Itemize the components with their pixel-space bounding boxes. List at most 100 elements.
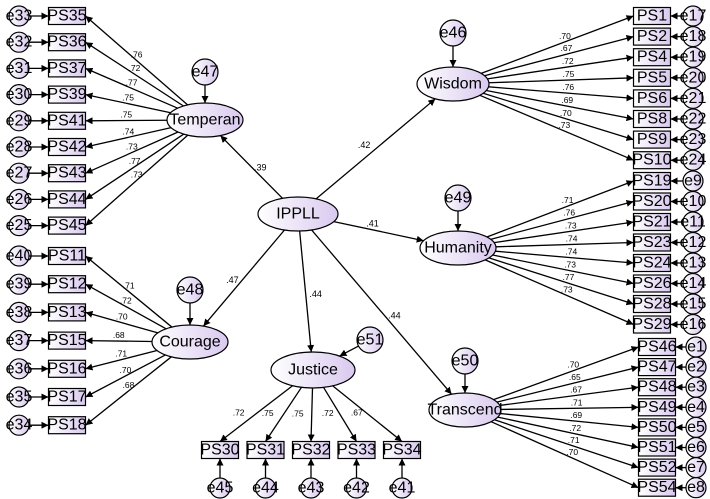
loading-path	[85, 133, 185, 200]
item-label: PS43	[47, 165, 86, 182]
loading-path	[85, 337, 153, 345]
item-box-ps24	[632, 253, 672, 273]
loading-path	[499, 384, 639, 407]
coefficient-label: .67	[351, 407, 363, 417]
item-error-label: e17	[680, 8, 707, 25]
loading-path	[332, 385, 403, 443]
item-error-circle	[8, 386, 30, 408]
item-rect	[291, 440, 331, 460]
loading-path	[488, 257, 634, 306]
loading-path	[484, 259, 634, 326]
loading-path	[479, 94, 634, 161]
item-box-ps35	[47, 6, 87, 26]
error-path	[339, 345, 359, 357]
path-general-temperan	[219, 135, 283, 199]
factor-error	[444, 184, 472, 212]
loading-path	[85, 92, 171, 114]
item-error-circle	[682, 313, 704, 336]
factor-courage	[151, 324, 229, 360]
error-circle	[439, 19, 467, 47]
coefficient-label: .72	[233, 407, 245, 417]
coefficient-label: .74	[122, 126, 134, 136]
item-error-circle	[8, 245, 30, 267]
item-box-ps1	[632, 6, 672, 26]
item-error-label: e27	[6, 165, 33, 182]
factor-error	[451, 347, 479, 375]
loading-path	[85, 283, 167, 330]
item-error-label: e44	[252, 480, 279, 497]
factor-justice	[270, 351, 356, 389]
path-general-justice	[298, 230, 315, 353]
item-box-ps6	[632, 89, 672, 108]
item-error-circle	[682, 108, 704, 130]
item-rect	[382, 440, 422, 460]
coefficient-label: .77	[126, 77, 138, 87]
coefficient-label: .68	[113, 330, 125, 340]
factor-ellipse	[151, 324, 229, 360]
item-error-label: e41	[389, 480, 416, 497]
item-error-label: e11	[680, 214, 706, 231]
item-error-circle	[8, 110, 30, 132]
coefficient-label: .77	[563, 272, 575, 282]
loading-path	[323, 387, 358, 442]
item-label: PS8	[637, 111, 667, 128]
item-error-label: e32	[6, 34, 33, 51]
item-rect	[637, 398, 677, 417]
coefficient-label: .70	[560, 108, 572, 118]
factor-error-label: e49	[445, 190, 472, 207]
item-error-label: e20	[680, 69, 707, 86]
item-rect	[632, 192, 672, 211]
item-rect	[200, 440, 240, 460]
item-error-label: e42	[343, 480, 370, 497]
item-label: PS44	[47, 191, 86, 208]
item-error-label: e9	[684, 173, 702, 190]
item-label: PS10	[632, 152, 671, 169]
item-error-circle	[8, 188, 30, 210]
loading-path	[497, 416, 639, 450]
item-error-circle	[8, 330, 30, 352]
loading-path	[487, 54, 634, 80]
item-box-ps33	[337, 440, 376, 460]
coefficient-label: .75	[292, 408, 304, 418]
item-label: PS20	[632, 193, 671, 210]
coefficient-label: .70	[120, 365, 132, 375]
item-label: PS34	[382, 442, 421, 459]
item-label: PS26	[632, 275, 671, 292]
loading-path	[500, 403, 639, 411]
item-rect	[632, 27, 672, 46]
factor-error	[191, 58, 219, 86]
loading-label-justice: .44	[309, 289, 322, 299]
item-error-label: e3	[687, 379, 705, 396]
general-factor-ellipse	[257, 196, 339, 232]
coefficient-label: .69	[570, 410, 582, 420]
loading-path	[264, 386, 303, 442]
item-error-label: e19	[680, 49, 707, 66]
item-rect	[632, 212, 672, 232]
item-error-label: e6	[687, 439, 705, 456]
item-box-ps18	[47, 416, 87, 435]
loading-path	[85, 134, 189, 227]
item-box-ps17	[47, 387, 87, 407]
item-rect	[47, 6, 87, 26]
coefficient-label: .70	[559, 31, 571, 41]
factor-ellipse	[270, 351, 356, 389]
item-label: PS39	[47, 86, 86, 103]
item-rect	[47, 137, 87, 157]
item-rect	[632, 130, 672, 149]
item-label: PS33	[337, 442, 376, 459]
item-label: PS45	[47, 217, 86, 234]
item-box-ps42	[47, 137, 87, 157]
item-label: PS23	[632, 234, 671, 251]
item-rect	[47, 387, 87, 407]
coefficient-label: .73	[561, 284, 573, 294]
item-box-ps41	[47, 111, 87, 130]
factor-ellipse	[428, 392, 502, 428]
item-label: PS35	[47, 8, 86, 25]
item-label: PS47	[637, 359, 676, 376]
item-label: PS6	[637, 90, 667, 107]
error-circle	[444, 184, 472, 212]
item-label: PS5	[637, 69, 667, 86]
item-rect	[47, 275, 87, 294]
loading-path	[490, 421, 639, 489]
item-label: PS32	[291, 442, 330, 459]
